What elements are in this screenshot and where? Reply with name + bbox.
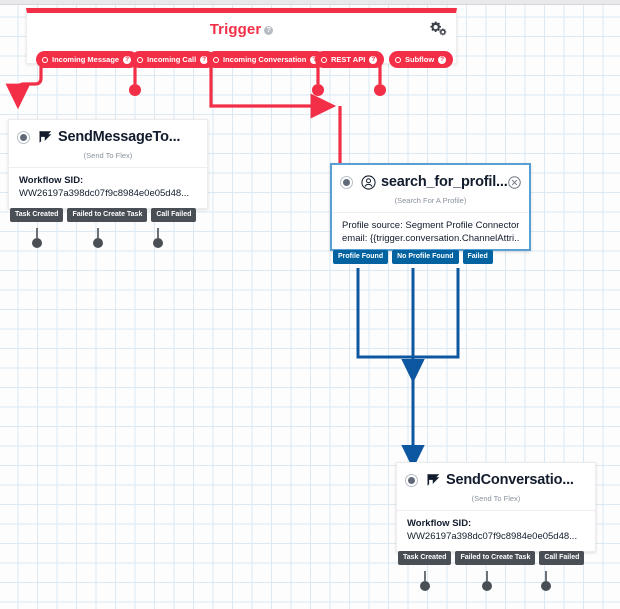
node-header: search_for_profil... (332, 165, 529, 190)
node-title: SendConversatio... (446, 472, 574, 488)
gear-icon[interactable] (428, 19, 448, 37)
trigger-pill-rest-api[interactable]: REST API ? (315, 51, 385, 68)
wire-send-message-outputs (32, 228, 163, 248)
wire-search-outputs-merge (356, 268, 460, 469)
node-title: SendMessageTo... (58, 129, 181, 145)
output-chip-call-failed[interactable]: Call Failed (151, 208, 197, 222)
help-icon[interactable]: ? (200, 55, 209, 64)
wire-incoming-conversation (209, 64, 342, 164)
output-chip-profile-found[interactable]: Profile Found (333, 250, 389, 264)
trigger-pill-incoming-conversation[interactable]: Incoming Conversation ? (207, 51, 326, 68)
output-chip-failed-to-create-task[interactable]: Failed to Create Task (67, 208, 148, 222)
flex-flag-icon (427, 474, 440, 486)
node-search-for-profile[interactable]: search_for_profil... (Search For A Profi… (330, 163, 531, 251)
workflow-sid-value: WW26197a398dc07f9c8984e0e05d48... (19, 187, 190, 199)
email-line: email: {{trigger.conversation.ChannelAtt… (342, 232, 519, 244)
trigger-node[interactable]: Trigger? Incoming Message ? Incoming Cal… (26, 8, 457, 68)
node-subtitle: (Search For A Profile) (332, 196, 529, 213)
pill-label: Incoming Call (147, 55, 197, 64)
wire-subflow-stub (374, 64, 386, 96)
pill-ring-icon (137, 56, 143, 63)
pill-label: Subflow (405, 55, 435, 64)
node-outputs-send-message: Task Created Failed to Create Task Call … (10, 208, 197, 222)
trigger-title-text: Trigger (209, 21, 262, 38)
workflow-sid-label: Workflow SID: (19, 175, 84, 186)
wire-send-conversation-outputs (420, 571, 551, 591)
node-send-conversation-to-flex[interactable]: SendConversatio... (Send To Flex) Workfl… (396, 462, 596, 552)
node-outputs-search: Profile Found No Profile Found Failed (333, 250, 493, 264)
help-icon[interactable]: ? (310, 55, 319, 64)
output-chip-task-created[interactable]: Task Created (398, 551, 452, 565)
pill-ring-icon (395, 56, 401, 63)
node-input-dot[interactable] (341, 176, 352, 188)
trigger-pill-incoming-call[interactable]: Incoming Call ? (131, 51, 216, 68)
pill-label: Incoming Conversation (223, 55, 307, 64)
pill-label: REST API (331, 55, 366, 64)
node-body: Workflow SID: WW26197a398dc07f9c8984e0e0… (9, 168, 207, 210)
trigger-pill-incoming-message[interactable]: Incoming Message ? (36, 51, 139, 68)
wire-incoming-message (5, 64, 43, 110)
output-chip-no-profile-found[interactable]: No Profile Found (392, 250, 459, 264)
node-body: Workflow SID: WW26197a398dc07f9c8984e0e0… (397, 511, 595, 553)
person-circle-icon (361, 174, 376, 190)
flex-flag-icon (39, 131, 52, 143)
output-chip-task-created[interactable]: Task Created (10, 208, 64, 222)
node-subtitle: (Send To Flex) (9, 151, 207, 168)
close-circle-icon[interactable] (508, 176, 521, 189)
wire-incoming-call-stub (129, 64, 141, 96)
output-chip-failed-to-create-task[interactable]: Failed to Create Task (455, 551, 536, 565)
node-input-dot[interactable] (18, 131, 29, 143)
output-chip-call-failed[interactable]: Call Failed (539, 551, 585, 565)
node-input-dot[interactable] (406, 474, 417, 486)
output-chip-failed[interactable]: Failed (462, 250, 493, 264)
help-icon[interactable]: ? (123, 55, 132, 64)
node-send-message-to-flex[interactable]: SendMessageTo... (Send To Flex) Workflow… (8, 119, 208, 209)
node-title: search_for_profil... (381, 174, 508, 190)
help-icon[interactable]: ? (369, 55, 378, 64)
workflow-sid-label: Workflow SID: (407, 518, 472, 529)
node-header: SendMessageTo... (9, 120, 207, 145)
node-body: Profile source: Segment Profile Connecto… (332, 213, 529, 255)
trigger-pill-subflow[interactable]: Subflow ? (389, 51, 454, 68)
trigger-pill-row: Incoming Message ? Incoming Call ? Incom… (27, 51, 458, 69)
pill-ring-icon (213, 56, 219, 63)
help-icon[interactable]: ? (264, 26, 274, 35)
trigger-title: Trigger? (27, 13, 456, 38)
pill-label: Incoming Message (52, 55, 120, 64)
help-icon[interactable]: ? (438, 55, 447, 64)
workflow-sid-value: WW26197a398dc07f9c8984e0e05d48... (407, 530, 578, 542)
editor-toolbar-strip (0, 0, 620, 5)
node-outputs-send-conversation: Task Created Failed to Create Task Call … (398, 551, 585, 565)
node-header: SendConversatio... (397, 463, 595, 488)
profile-source-line: Profile source: Segment Profile Connecto… (342, 220, 519, 231)
pill-ring-icon (321, 56, 327, 63)
pill-ring-icon (42, 56, 48, 63)
node-subtitle: (Send To Flex) (397, 494, 595, 511)
